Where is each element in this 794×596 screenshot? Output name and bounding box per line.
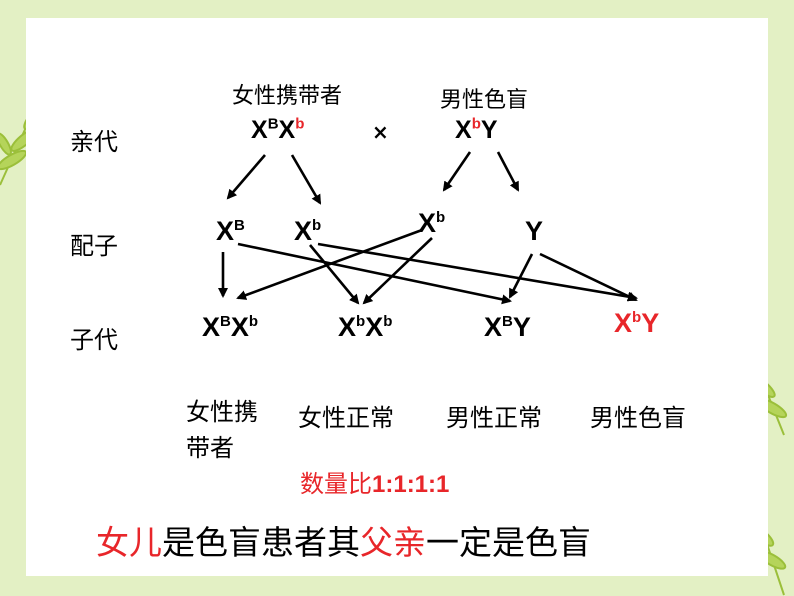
- phenotype-male-colorblind: 男性色盲: [590, 404, 686, 432]
- arrow-Xb-to-XbXb: [308, 244, 360, 305]
- female-parent-genotype: XBXb: [251, 115, 305, 144]
- conclusion-sentence: 女儿是色盲患者其父亲一定是色盲: [96, 516, 591, 564]
- ratio-label: 数量比: [300, 470, 372, 498]
- gamete-Xb-female: Xb: [294, 216, 322, 246]
- label-parent-generation: 亲代: [70, 128, 118, 156]
- offspring-XbY: XbY: [614, 308, 660, 338]
- phenotype-male-normal: 男性正常: [446, 404, 542, 432]
- phenotype-female-normal: 女性正常: [298, 404, 394, 432]
- ratio-value: 1:1:1:1: [372, 471, 450, 498]
- arrow-female-to-XB: [226, 154, 266, 200]
- phenotype-female-carrier-line1: 女性携: [186, 398, 258, 426]
- cross-symbol: ×: [372, 120, 389, 144]
- arrow-maleXb-to-XbXb: [362, 237, 433, 305]
- arrow-Xb-to-XbY: [317, 242, 638, 302]
- arrow-Y-to-XBY: [508, 253, 534, 299]
- conclusion-father: 父亲: [360, 523, 426, 562]
- gamete-Xb-male: Xb: [418, 208, 446, 238]
- arrow-maleXb-to-XBXb: [236, 228, 423, 300]
- content-panel: [26, 18, 768, 576]
- arrow-male-to-Y: [496, 151, 520, 192]
- conclusion-middle: 是色盲患者其: [162, 523, 360, 562]
- gamete-Y: Y: [525, 216, 544, 246]
- offspring-XBXb: XBXb: [202, 312, 259, 342]
- offspring-XbXb: XbXb: [338, 312, 393, 342]
- female-parent-title: 女性携带者: [232, 84, 343, 109]
- male-parent-genotype: XbY: [455, 115, 498, 144]
- offspring-XBY: XBY: [484, 312, 531, 342]
- phenotype-female-carrier-line2: 带者: [186, 434, 234, 462]
- conclusion-daughter: 女儿: [96, 523, 162, 562]
- label-gamete: 配子: [70, 232, 118, 260]
- male-parent-title: 男性色盲: [440, 88, 529, 113]
- arrow-male-to-Xb: [442, 151, 472, 192]
- arrow-Y-to-XbY: [539, 252, 638, 302]
- ratio-line: 数量比1:1:1:1: [300, 464, 449, 499]
- arrow-XB-to-XBY: [237, 242, 512, 305]
- gamete-XB: XB: [216, 216, 245, 246]
- arrow-female-to-Xb: [290, 154, 322, 205]
- conclusion-end: 一定是色盲: [426, 523, 591, 562]
- label-offspring-generation: 子代: [70, 326, 118, 354]
